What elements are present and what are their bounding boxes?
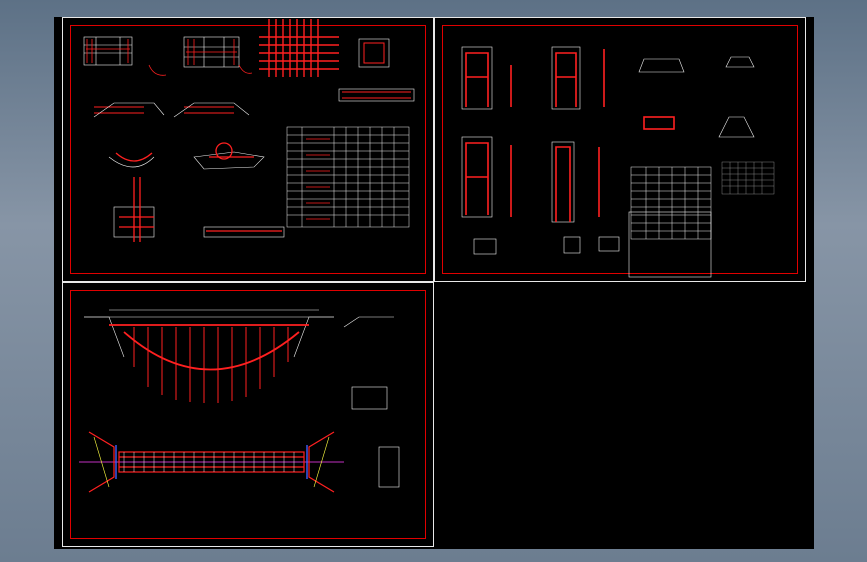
sheet-top-left-frame <box>70 25 426 274</box>
sheet-top-right-frame <box>442 25 798 274</box>
sheet-bottom-left-frame <box>70 290 426 539</box>
sheet-top-left-drawings <box>83 19 415 242</box>
sheet-top-left-border <box>62 17 434 282</box>
cad-drawing-canvas[interactable] <box>54 17 814 549</box>
sheet-bottom-left-border <box>62 282 434 547</box>
sheet-bottom-left-drawings <box>79 309 400 493</box>
sheet-top-right-drawings <box>461 46 775 278</box>
sheet-top-right-border <box>434 17 806 282</box>
